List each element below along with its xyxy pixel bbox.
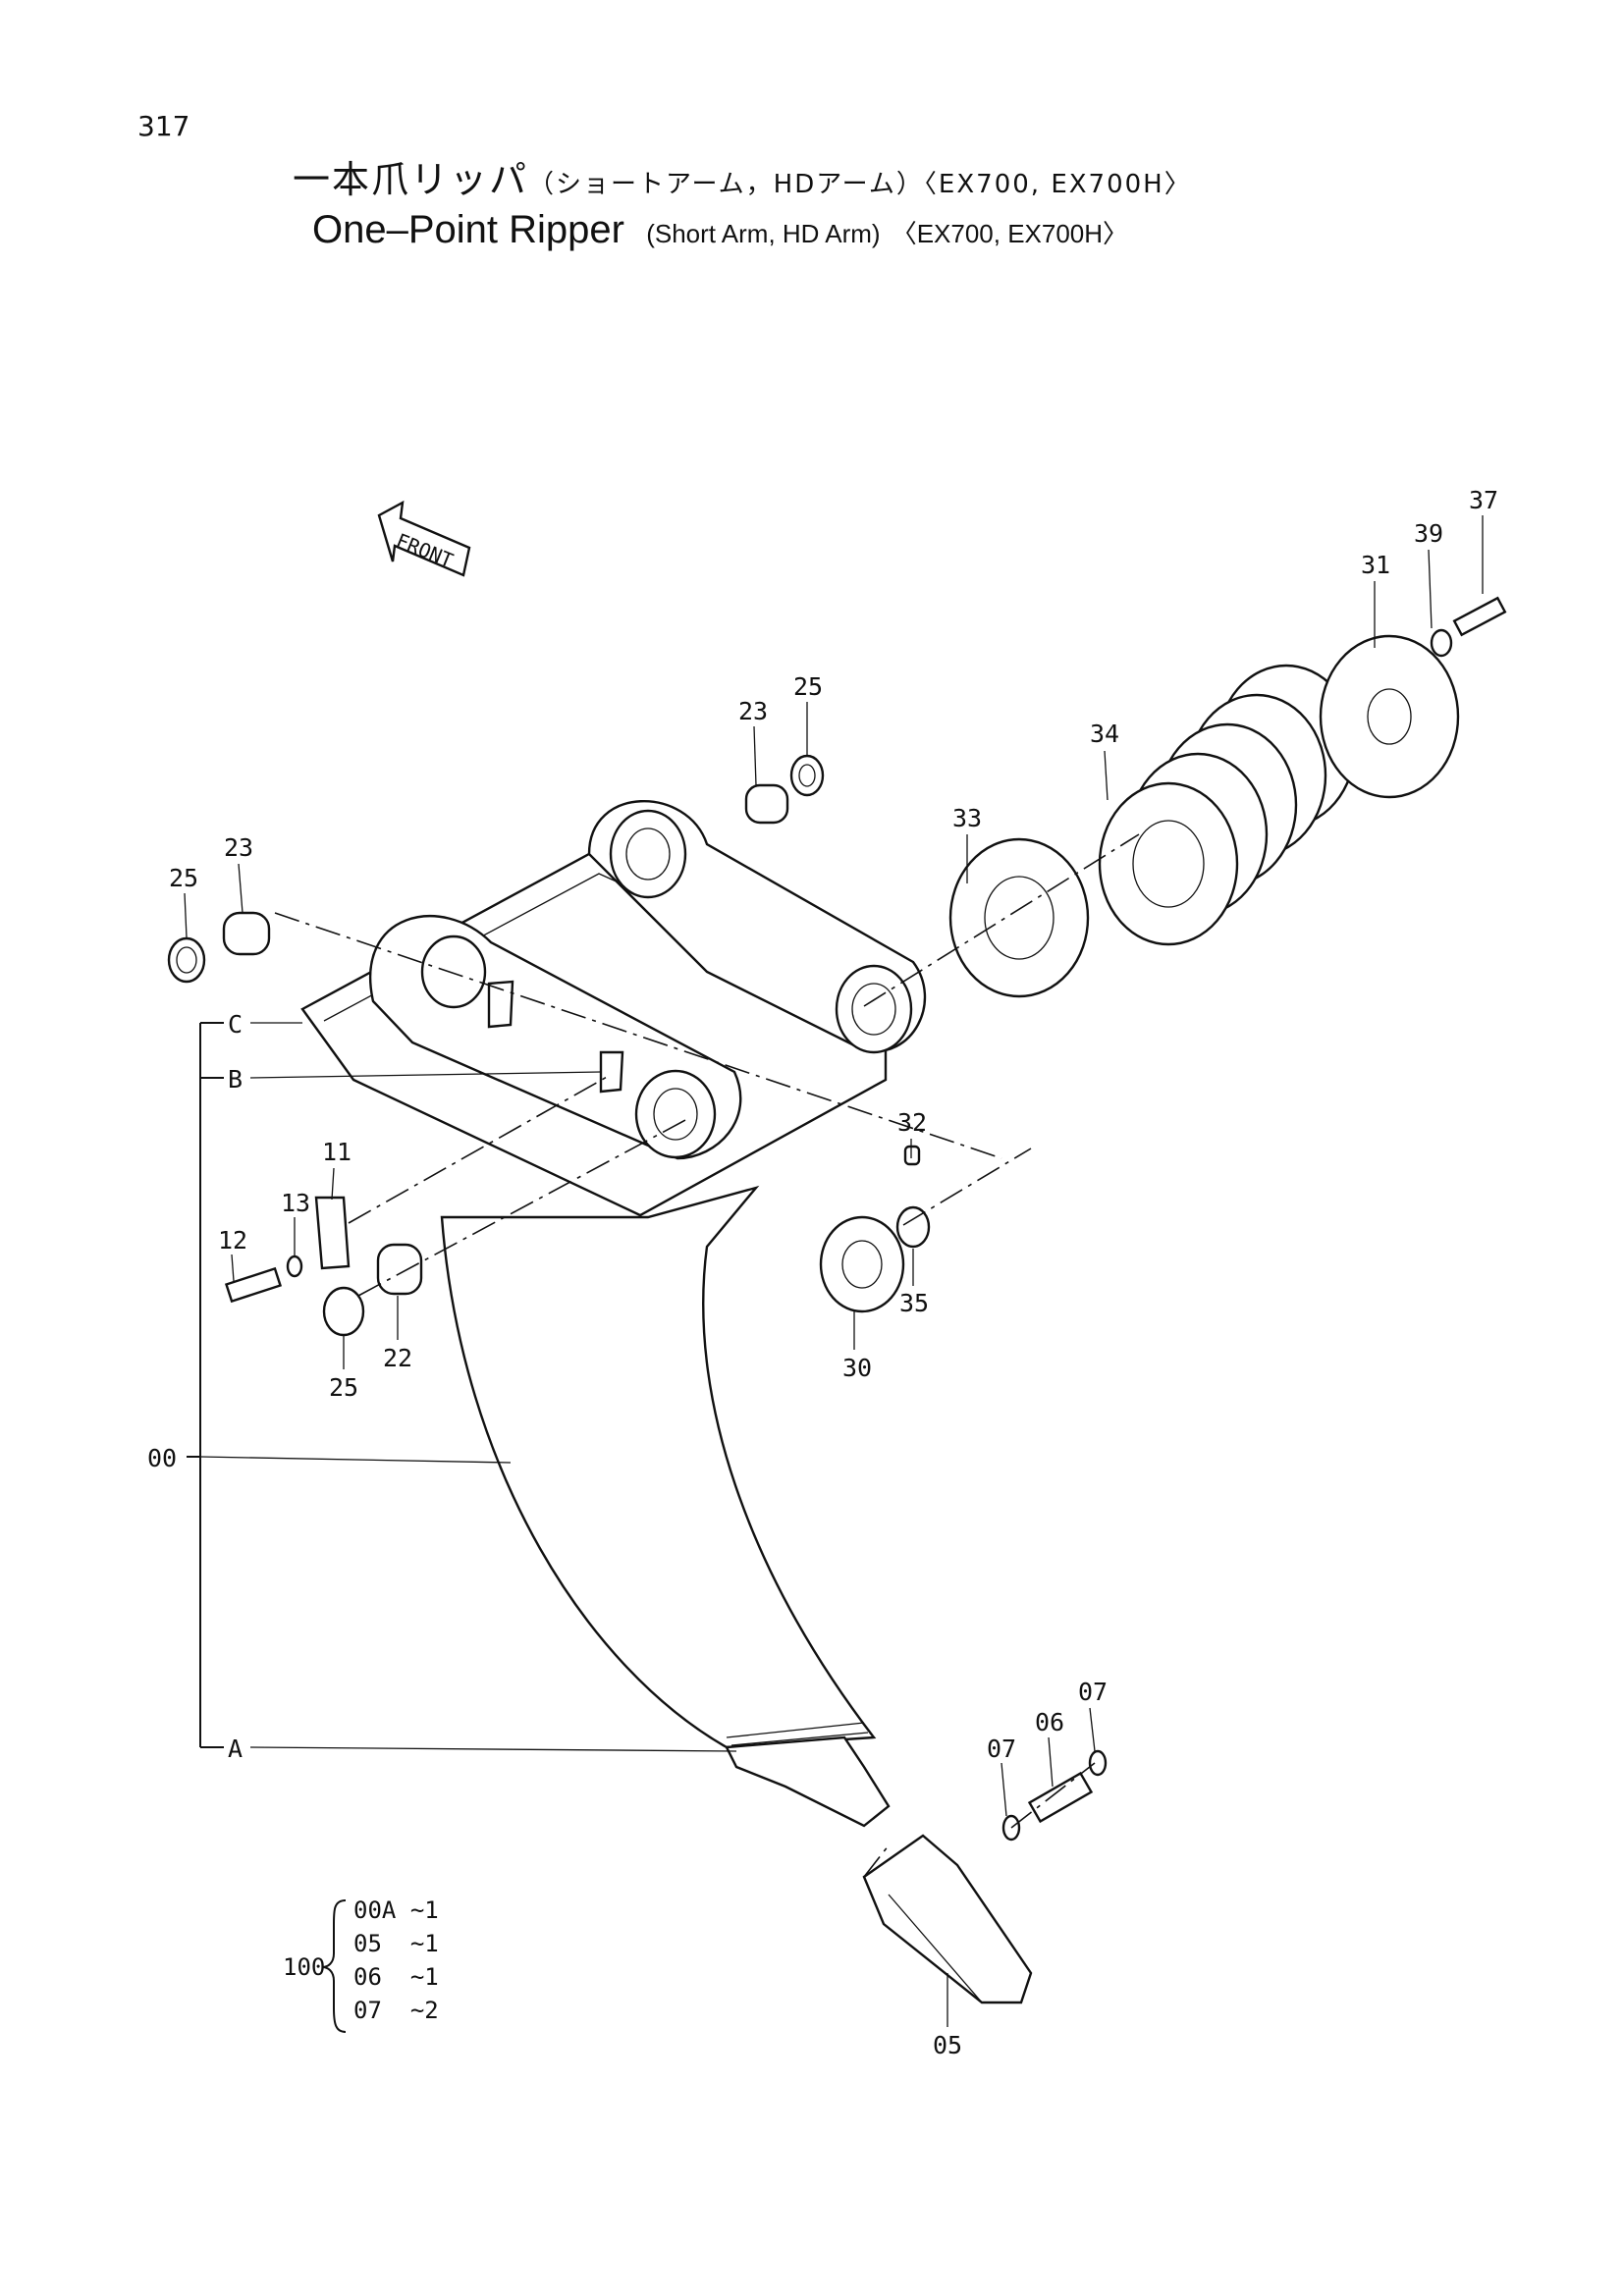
top-bushings [744,754,825,825]
callout-23-top: 23 [738,697,768,725]
callout-25-left: 25 [169,864,198,892]
callout-22: 22 [383,1344,412,1372]
kit-part: 00A [353,1896,397,1924]
callout-25-top: 25 [793,672,823,701]
callout-31: 31 [1361,551,1390,579]
callout-11: 11 [322,1138,352,1166]
callout-25-bottom: 25 [329,1373,358,1402]
tooth-point [862,1834,1033,2004]
callout-labels: 37 39 31 34 33 23 25 23 25 32 35 30 11 1… [147,486,1498,2059]
title-en-models: 〈EX700, EX700H〉 [891,219,1129,248]
kit-part: 06 [353,1963,397,1991]
title-jp-models: 〈EX700, EX700H〉 [923,170,1192,199]
title-en-variant: (Short Arm, HD Arm) [646,219,881,248]
callout-07-right: 07 [1078,1678,1108,1706]
ref-letter-a: A [228,1735,243,1763]
left-bushings [167,911,423,1337]
kit-qty: ~1 [409,1930,439,1957]
stopper-plate-and-bolt [224,1196,351,1304]
kit-qty: ~2 [409,1997,439,2024]
kit-row: 05 ~1 [353,1930,439,1957]
collar-and-seal [819,1145,931,1313]
callout-07-left: 07 [987,1735,1016,1763]
callout-12: 12 [218,1226,247,1255]
callout-33: 33 [952,804,982,832]
callout-00: 00 [147,1444,177,1472]
front-direction-marker: FRONT [377,500,471,577]
kit-qty: ~1 [409,1963,439,1991]
kit-part: 05 [353,1930,397,1957]
page-number: 317 [137,110,190,142]
tooth-pin-and-washers [1001,1749,1108,1842]
kit-part: 07 [353,1997,397,2024]
ref-letter-c: C [228,1010,243,1039]
stopper-brackets [487,980,624,1094]
callout-23-left: 23 [224,833,253,862]
title-jp-variant: （ショートアーム，HDアーム） [528,170,924,199]
callout-05: 05 [933,2031,962,2059]
callout-34: 34 [1090,720,1119,748]
callout-32: 32 [897,1108,927,1137]
cap-plate-and-bolt [1319,596,1507,799]
title-jp-main: 一本爪リッパ [293,158,529,201]
assembly-axis-lines [274,833,1140,1878]
callout-06: 06 [1035,1708,1064,1736]
callout-35: 35 [899,1289,929,1317]
kit-brace [321,1899,347,2033]
kit-row: 00A ~1 [353,1896,439,1924]
callout-13: 13 [281,1189,310,1217]
kit-row: 06 ~1 [353,1963,439,1991]
kit-label: 100 [283,1953,326,1981]
callout-30: 30 [842,1354,872,1382]
flange-plate [948,837,1090,998]
ripper-shank [300,800,927,1828]
ref-letter-b: B [228,1065,243,1094]
title-en-main: One–Point Ripper [312,208,624,251]
callout-39: 39 [1414,519,1443,548]
title-japanese: 一本爪リッパ（ショートアーム，HDアーム）〈EX700, EX700H〉 [293,149,1192,203]
callout-37: 37 [1469,486,1498,514]
kit-row: 07 ~2 [353,1997,439,2024]
spring-washer-stack [1098,664,1357,946]
title-english: One–Point Ripper (Short Arm, HD Arm) 〈EX… [312,208,1128,252]
kit-qty: ~1 [409,1896,439,1924]
leader-lines [184,515,1484,2027]
